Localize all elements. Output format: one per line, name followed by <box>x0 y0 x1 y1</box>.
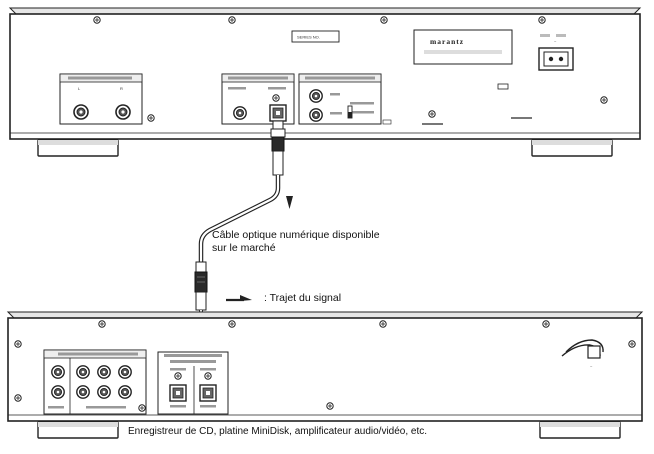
analog-out-jack-3[interactable] <box>118 365 132 379</box>
analog-out-jack-5[interactable] <box>97 385 111 399</box>
recorder-digital-section <box>157 351 229 415</box>
model-plate: marantz <box>413 29 513 65</box>
svg-text:R: R <box>120 86 123 91</box>
analog-in-jack-2[interactable] <box>51 385 65 399</box>
optical-out-port-recorder[interactable] <box>199 384 217 402</box>
analog-out-jack-6[interactable] <box>118 385 132 399</box>
analog-out-jack-4[interactable] <box>76 385 90 399</box>
analog-out-jack-2[interactable] <box>97 365 111 379</box>
optical-in-port[interactable] <box>169 384 187 402</box>
signal-direction-arrow <box>286 196 293 209</box>
svg-text:~: ~ <box>554 39 557 44</box>
brand-logo: marantz <box>430 37 464 46</box>
optical-out-port[interactable] <box>269 104 287 122</box>
signal-path-legend-label: : Trajet du signal <box>264 292 342 304</box>
remote-in-jack[interactable] <box>309 89 323 103</box>
analog-out-right-jack[interactable] <box>115 104 131 120</box>
analog-in-jack-1[interactable] <box>51 365 65 379</box>
signal-legend-arrow <box>226 295 252 302</box>
svg-text:L: L <box>78 86 81 91</box>
optical-cable-label-line1: Câble optique numérique disponible <box>212 229 380 241</box>
source-player-rear-panel: SERIES NO. marantz ~ L R <box>8 7 642 157</box>
recorder-analog-section <box>43 349 147 415</box>
digital-output-section <box>221 73 295 125</box>
recorder-rear-panel: ~ <box>6 311 644 439</box>
coaxial-out-jack[interactable] <box>233 106 247 120</box>
optical-cable-label: Câble optique numérique disponible sur l… <box>212 229 380 255</box>
recorder-power-cord: ~ <box>561 339 604 369</box>
analog-out-left-jack[interactable] <box>73 104 89 120</box>
optical-cable-label-line2: sur le marché <box>212 242 276 254</box>
svg-text:~: ~ <box>590 364 593 369</box>
analog-output-section: L R <box>59 73 143 125</box>
analog-out-jack-1[interactable] <box>76 365 90 379</box>
recorder-caption: Enregistreur de CD, platine MiniDisk, am… <box>128 426 428 437</box>
svg-text:SERIES NO.: SERIES NO. <box>297 35 320 40</box>
ac-inlet: ~ <box>538 34 574 71</box>
remote-control-section <box>298 73 382 125</box>
remote-out-jack[interactable] <box>309 108 323 122</box>
